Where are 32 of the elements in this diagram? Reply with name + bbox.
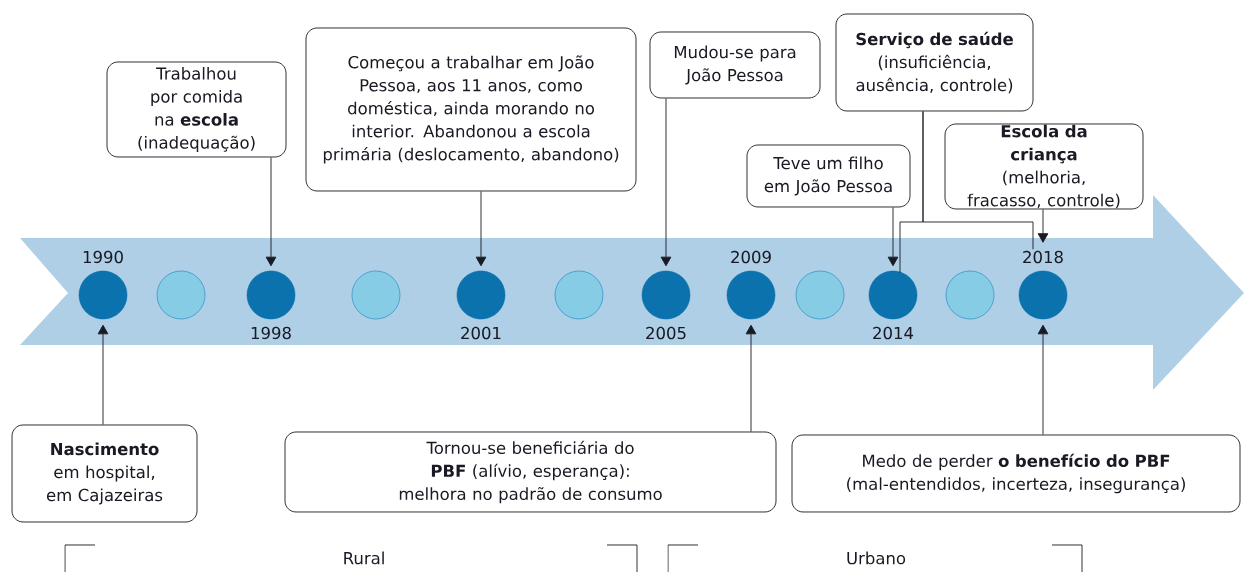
callout-box: Mudou-se para João Pessoa [649,31,821,99]
callout-box: Medo de perder o benefício do PBF (mal-entendidos, incerteza, insegurança) [791,434,1241,513]
region-label: Rural [344,551,384,565]
arrow [887,207,899,267]
callout-box: Serviço de saúde (insuficiência, ausência, controle) [835,13,1034,112]
timeline-dot [554,270,604,320]
arrow [475,191,487,267]
year-label: 1990 [83,250,123,264]
arrow [265,157,277,267]
callout-box: Escola da criança (melhoria, fracasso, controle) [944,123,1144,210]
callout-box: Tornou-se beneficiária do PBF (alívio, esperança): melhora no padrão de consumo [284,431,777,513]
year-label: 1998 [251,326,291,340]
callout-box: Teve um filho em João Pessoa [746,144,911,208]
arrow [1037,324,1049,435]
timeline-dot [351,270,401,320]
timeline-dot [945,270,995,320]
callout-box: Trabalhou por comida na escola (inadequação) [106,61,287,158]
arrow [745,324,757,432]
arrow [1037,209,1049,243]
year-label: 2018 [1023,250,1063,264]
year-label: 2005 [646,326,686,340]
arrow [97,324,109,425]
timeline-dot [156,270,206,320]
region-label: Urbano [847,551,906,565]
year-label: 2009 [731,250,771,264]
bracket-connector [922,111,1034,250]
arrow [660,98,672,267]
year-label: 2001 [461,326,501,340]
callout-box: Nascimento em hospital, em Cajazeiras [11,424,198,523]
year-label: 2014 [873,326,914,340]
callout-box: Começou a trabalhar em João Pessoa, aos 11 anos, como doméstica, ainda morando no interior. Abandonou a escola primária (deslocamento, abandono) [305,27,637,192]
timeline-dot [795,270,845,320]
